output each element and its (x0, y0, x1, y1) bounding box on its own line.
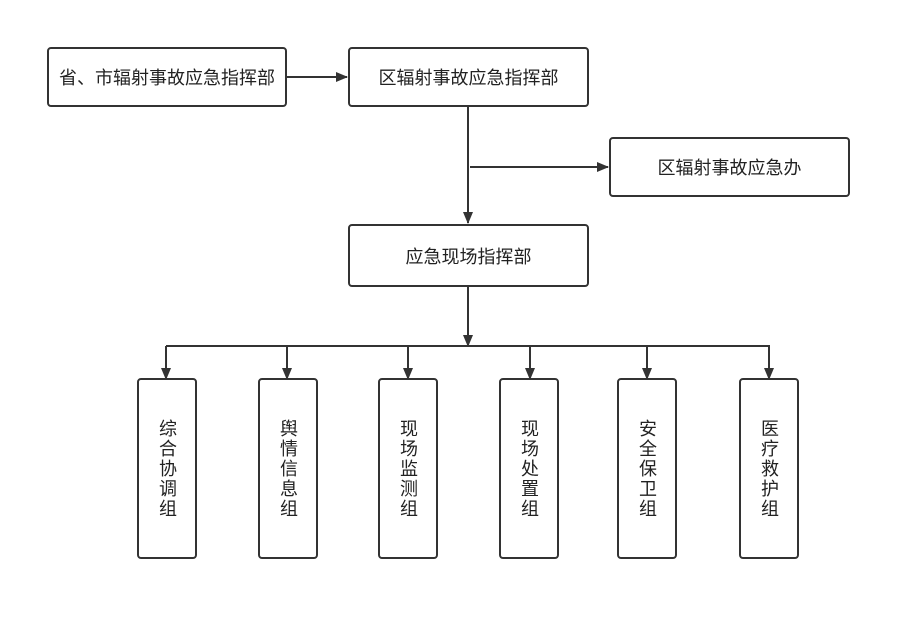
node-onsite-command: 应急现场指挥部 (348, 224, 589, 287)
group-coordination: 综合协调组 (137, 378, 197, 559)
node-label: 应急现场指挥部 (405, 246, 532, 267)
node-district-office: 区辐射事故应急办 (609, 137, 850, 197)
group-label: 安全保卫组 (637, 418, 657, 519)
node-district-command: 区辐射事故应急指挥部 (348, 47, 589, 107)
node-label: 省、市辐射事故应急指挥部 (59, 68, 275, 88)
node-provincial-command: 省、市辐射事故应急指挥部 (47, 47, 287, 107)
group-label: 医疗救护组 (759, 418, 779, 519)
node-label: 区辐射事故应急指挥部 (378, 68, 559, 88)
group-disposal: 现场处置组 (499, 378, 559, 559)
group-medical: 医疗救护组 (739, 378, 799, 559)
group-label: 舆情信息组 (278, 418, 298, 519)
group-label: 现场监测组 (398, 418, 418, 519)
group-security: 安全保卫组 (617, 378, 677, 559)
group-monitoring: 现场监测组 (378, 378, 438, 559)
group-label: 综合协调组 (157, 418, 177, 519)
group-public-info: 舆情信息组 (258, 378, 318, 559)
node-label: 区辐射事故应急办 (657, 158, 802, 178)
group-label: 现场处置组 (519, 418, 539, 519)
